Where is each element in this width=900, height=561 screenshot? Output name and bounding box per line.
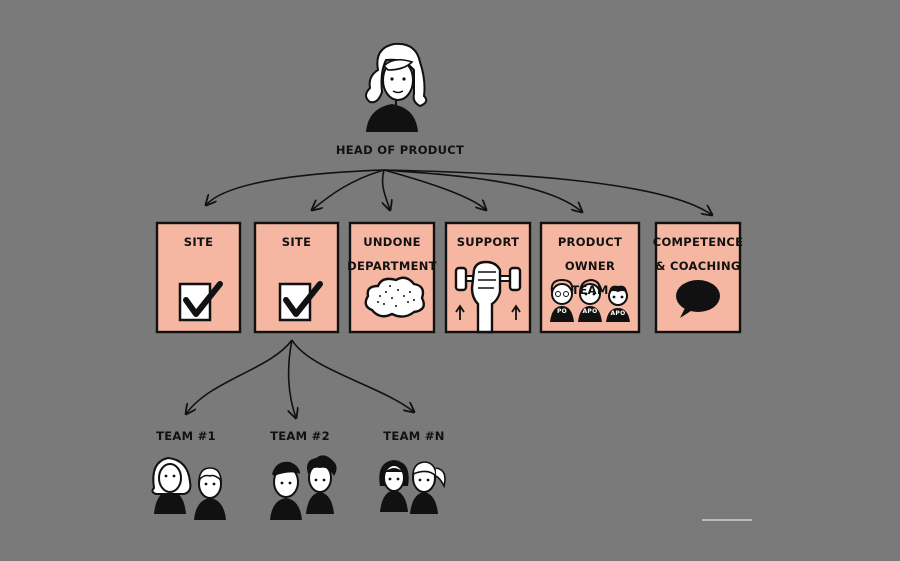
- team-2-label: TEAM #2: [270, 429, 330, 443]
- department-label-site-1: SITE: [183, 235, 214, 249]
- department-label-undone: UNDONE DEPARTMENT: [347, 235, 437, 273]
- department-label-support: SUPPORT: [456, 235, 520, 249]
- checkbox-icon: [178, 281, 223, 322]
- apo-badge: APO: [610, 310, 626, 317]
- team-2-people-icon: [270, 455, 337, 520]
- department-box-competence: [654, 221, 742, 334]
- department-label-site-2: SITE: [281, 235, 312, 249]
- department-label-product-owner: PRODUCT OWNER TEAM: [557, 235, 623, 297]
- head-of-product-label: HEAD OF PRODUCT: [335, 143, 465, 157]
- head-of-product-avatar-icon: [365, 42, 428, 132]
- team-n-people-icon: [379, 460, 446, 514]
- department-label-competence: COMPETENCE & COACHING: [652, 235, 744, 273]
- team-arrows: [186, 339, 414, 418]
- dumbbell-fist-icon: [454, 260, 522, 334]
- checkbox-icon: [278, 281, 323, 322]
- product-owners-icon: [550, 278, 630, 322]
- team-1-label: TEAM #1: [156, 429, 216, 443]
- team-n-label: TEAM #N: [383, 429, 445, 443]
- po-badge: PO: [556, 308, 568, 315]
- head-arrows: [206, 169, 712, 215]
- team-1-people-icon: [151, 456, 226, 520]
- cloud-icon: [364, 276, 425, 318]
- apo-badge: APO: [582, 308, 598, 315]
- speech-bubble-icon: [676, 280, 720, 318]
